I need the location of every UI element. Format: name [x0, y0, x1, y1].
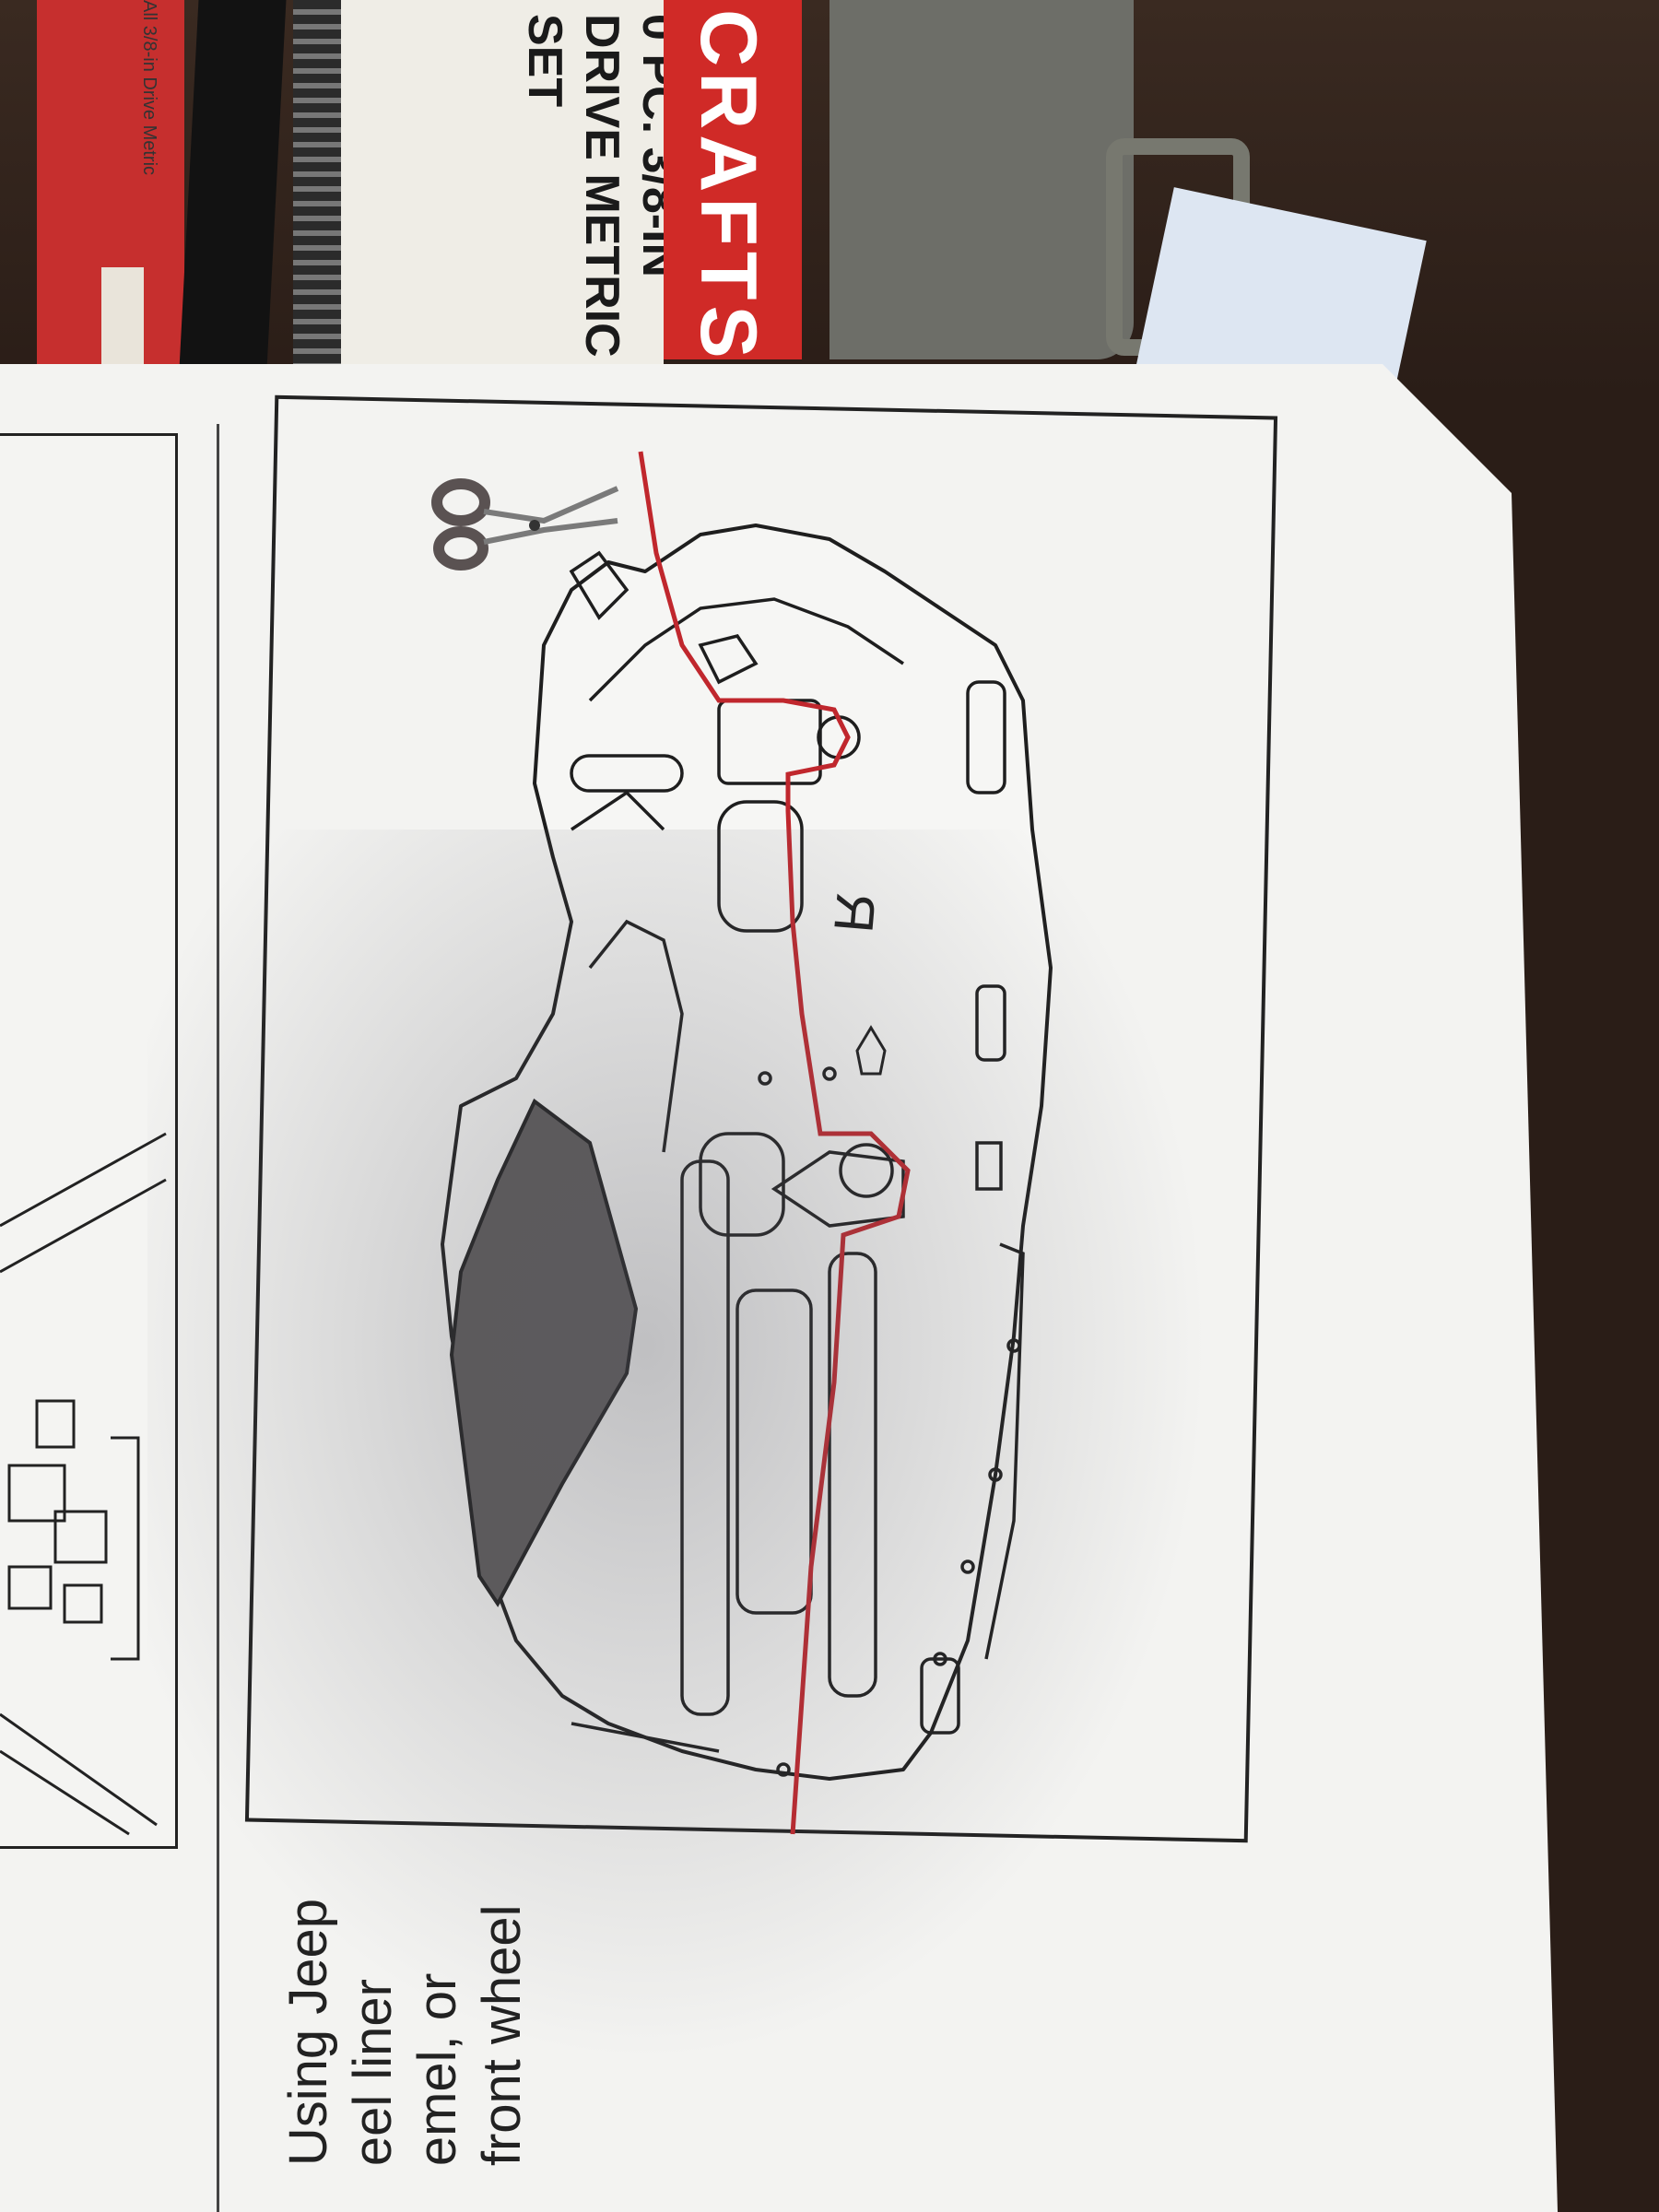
red-box-label: [101, 267, 144, 369]
caption-line-1: Using Jeep: [278, 1899, 338, 2167]
scissors-icon: [431, 478, 619, 571]
previous-diagram-panel: [0, 433, 178, 1849]
column-divider: [217, 424, 219, 2212]
previous-diagram-lines: [0, 1132, 167, 1836]
red-box-side-label: All 3/8-in Drive Metric: [139, 0, 159, 176]
instruction-caption: Using Jeep eel liner emel, or front whee…: [276, 1899, 535, 2166]
craftsman-box: [664, 0, 802, 359]
caption-line-2: eel liner: [343, 1979, 403, 2167]
side-mark-r: R: [822, 890, 888, 935]
ribbed-handle: [293, 0, 341, 369]
caption-line-4: front wheel: [472, 1904, 532, 2167]
red-cut-line: [638, 451, 911, 1835]
shaded-mud-flap: [449, 1098, 639, 1607]
gray-tool-case: [830, 0, 1134, 359]
caption-line-3: emel, or: [407, 1972, 467, 2167]
socket-set-box: [341, 0, 664, 378]
wheel-liner-details: [569, 550, 1025, 1777]
